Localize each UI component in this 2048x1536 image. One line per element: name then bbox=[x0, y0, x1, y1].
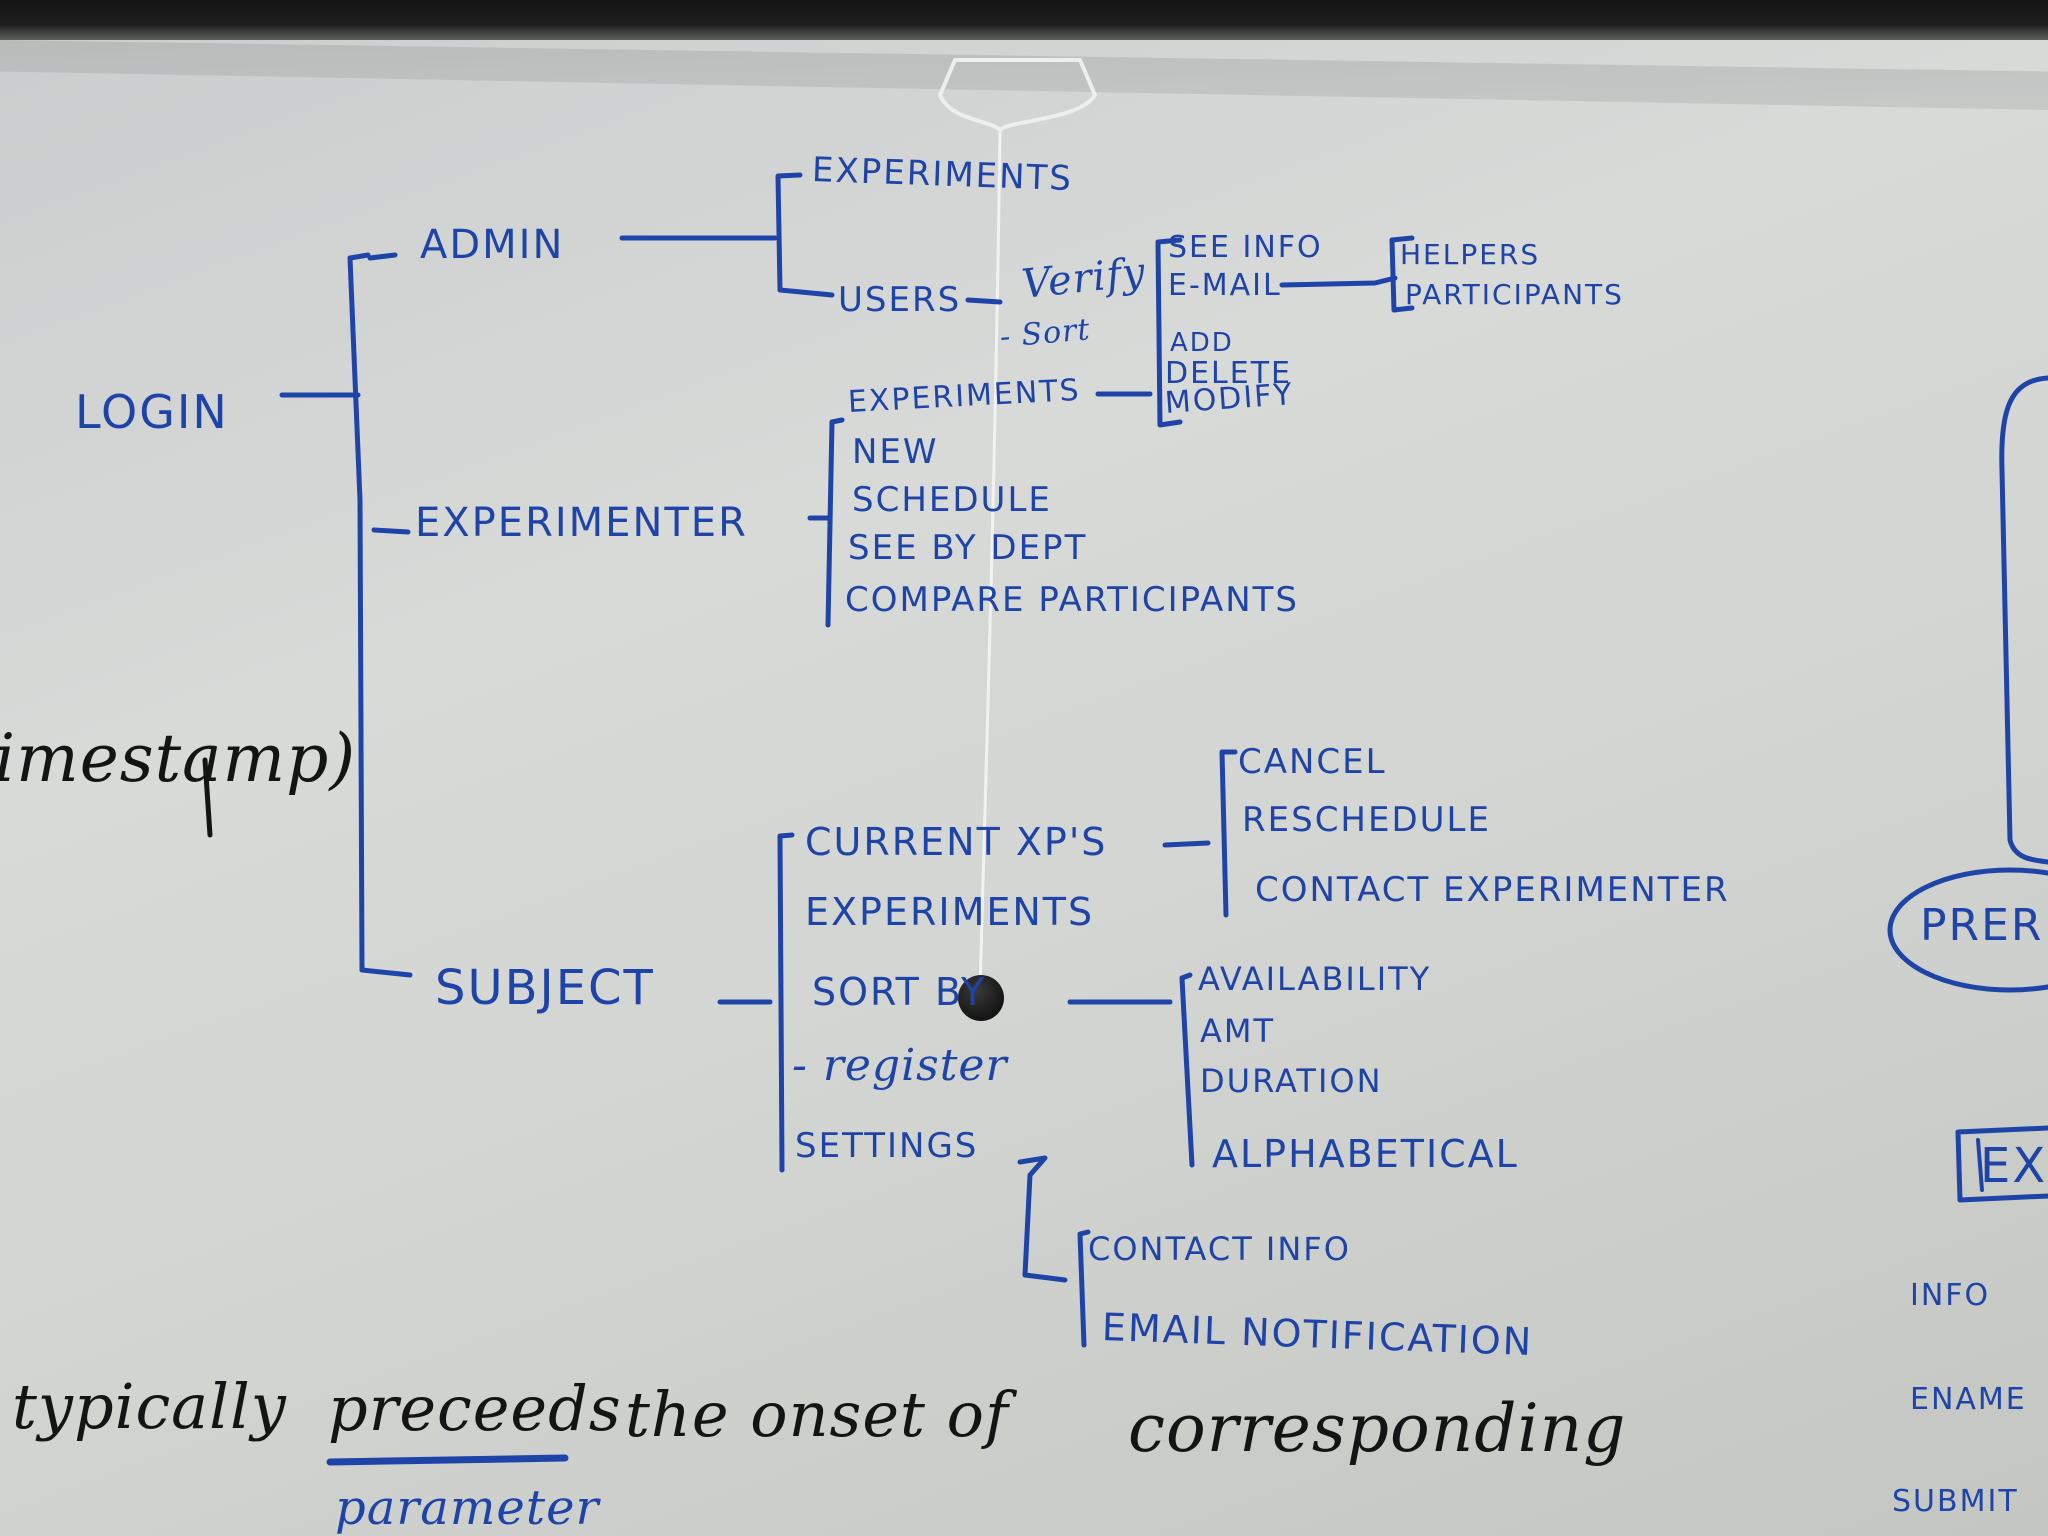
note-parameter: parameter bbox=[335, 1480, 600, 1536]
node-subject: SUBJECT bbox=[435, 960, 655, 1016]
node-see-info: SEE INFO bbox=[1168, 230, 1323, 265]
node-register: - register bbox=[792, 1040, 1008, 1091]
right-fragment-ex: EX bbox=[1980, 1138, 2048, 1194]
right-fragment-prer: PRER bbox=[1920, 900, 2044, 951]
helpers-bracket bbox=[1389, 235, 1415, 313]
node-experimenter-new: NEW bbox=[852, 432, 939, 472]
admin-tick bbox=[367, 252, 398, 261]
right-fragment-ename: ENAME bbox=[1910, 1382, 2027, 1417]
node-contact-experimenter: CONTACT EXPERIMENTER bbox=[1255, 870, 1730, 910]
preceeds-underline bbox=[326, 1454, 569, 1466]
users-verify-dash bbox=[965, 297, 1003, 305]
node-experimenter-compare-participants: COMPARE PARTICIPANTS bbox=[845, 580, 1300, 620]
right-box-fragment-inner bbox=[1976, 1138, 1984, 1192]
node-participants: PARTICIPANTS bbox=[1405, 278, 1624, 311]
node-subject-experiments: EXPERIMENTS bbox=[805, 890, 1095, 934]
screen-roller-housing bbox=[0, 0, 2048, 40]
node-helpers: HELPERS bbox=[1400, 238, 1541, 271]
left-fragment-tail bbox=[202, 757, 213, 838]
node-duration: DURATION bbox=[1200, 1062, 1383, 1100]
node-experimenter-schedule: SCHEDULE bbox=[852, 480, 1052, 520]
experimenter-bracket bbox=[825, 417, 845, 628]
pull-string bbox=[978, 128, 1002, 992]
node-email: E-MAIL bbox=[1168, 268, 1282, 303]
current-xps-connector bbox=[1162, 840, 1211, 848]
node-current-xps: CURRENT XP'S bbox=[805, 820, 1108, 864]
string-hook bbox=[938, 58, 1097, 132]
node-alphabetical: ALPHABETICAL bbox=[1212, 1132, 1519, 1176]
node-availability: AVAILABILITY bbox=[1198, 960, 1432, 998]
node-experimenter-see-by-dept: SEE BY DEPT bbox=[848, 528, 1088, 568]
left-cut-note: imestamp) bbox=[0, 720, 357, 797]
right-fragment-submit: SUBMIT bbox=[1892, 1484, 2019, 1519]
node-delete: DELETE bbox=[1165, 356, 1293, 391]
note-the-onset-of: the onset of bbox=[625, 1378, 1009, 1451]
note-corresponding: corresponding bbox=[1128, 1390, 1627, 1467]
node-settings: SETTINGS bbox=[795, 1126, 979, 1166]
node-cancel: CANCEL bbox=[1238, 742, 1387, 782]
experimenter-tick bbox=[371, 527, 411, 535]
node-experimenter: EXPERIMENTER bbox=[415, 500, 748, 546]
verify-bracket bbox=[1155, 237, 1183, 428]
right-fragment-info: INFO bbox=[1910, 1278, 1991, 1313]
note-typically: typically bbox=[12, 1370, 287, 1443]
email-connector bbox=[1279, 275, 1398, 288]
subject-bracket bbox=[777, 832, 795, 1173]
right-rounded-box bbox=[1999, 375, 2048, 865]
node-admin: ADMIN bbox=[420, 222, 565, 268]
node-admin-users: USERS bbox=[838, 280, 962, 320]
node-sort-by: SORT BY bbox=[812, 970, 987, 1014]
settings-items-bracket bbox=[1077, 1229, 1091, 1348]
right-ellipse bbox=[1887, 867, 2048, 993]
node-add: ADD bbox=[1170, 328, 1234, 358]
sort-options-bracket bbox=[1179, 972, 1195, 1168]
note-preceeds: preceeds bbox=[328, 1372, 622, 1445]
pull-string-bead bbox=[958, 975, 1004, 1021]
node-contact-info: CONTACT INFO bbox=[1088, 1230, 1351, 1268]
node-login: LOGIN bbox=[75, 385, 229, 439]
main-bracket bbox=[347, 252, 413, 978]
settings-connector bbox=[1017, 1155, 1068, 1283]
current-actions-bracket bbox=[1219, 749, 1238, 918]
node-reschedule: RESCHEDULE bbox=[1242, 800, 1491, 840]
admin-bracket bbox=[775, 172, 835, 298]
right-box-fragment bbox=[1955, 1125, 2048, 1203]
node-amt: AMT bbox=[1200, 1012, 1276, 1050]
